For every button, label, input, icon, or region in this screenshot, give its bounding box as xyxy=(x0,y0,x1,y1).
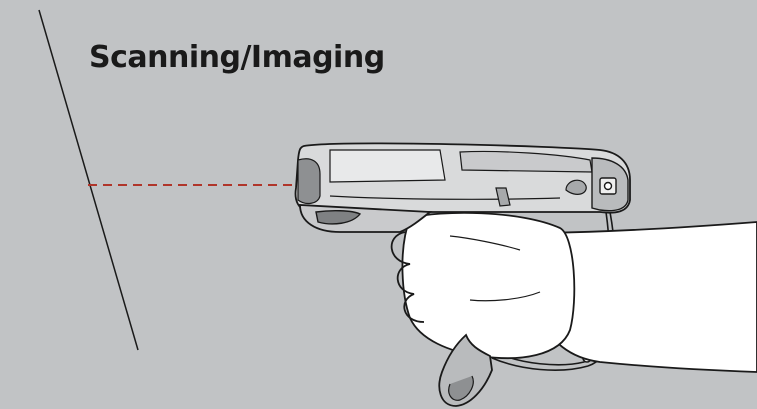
hand xyxy=(390,211,576,359)
scanner-handle xyxy=(438,333,493,407)
target-surface-line xyxy=(38,9,139,351)
page-title: Scanning/Imaging xyxy=(89,40,385,75)
mobile-computer-scanner xyxy=(294,142,631,233)
arm xyxy=(544,221,757,373)
